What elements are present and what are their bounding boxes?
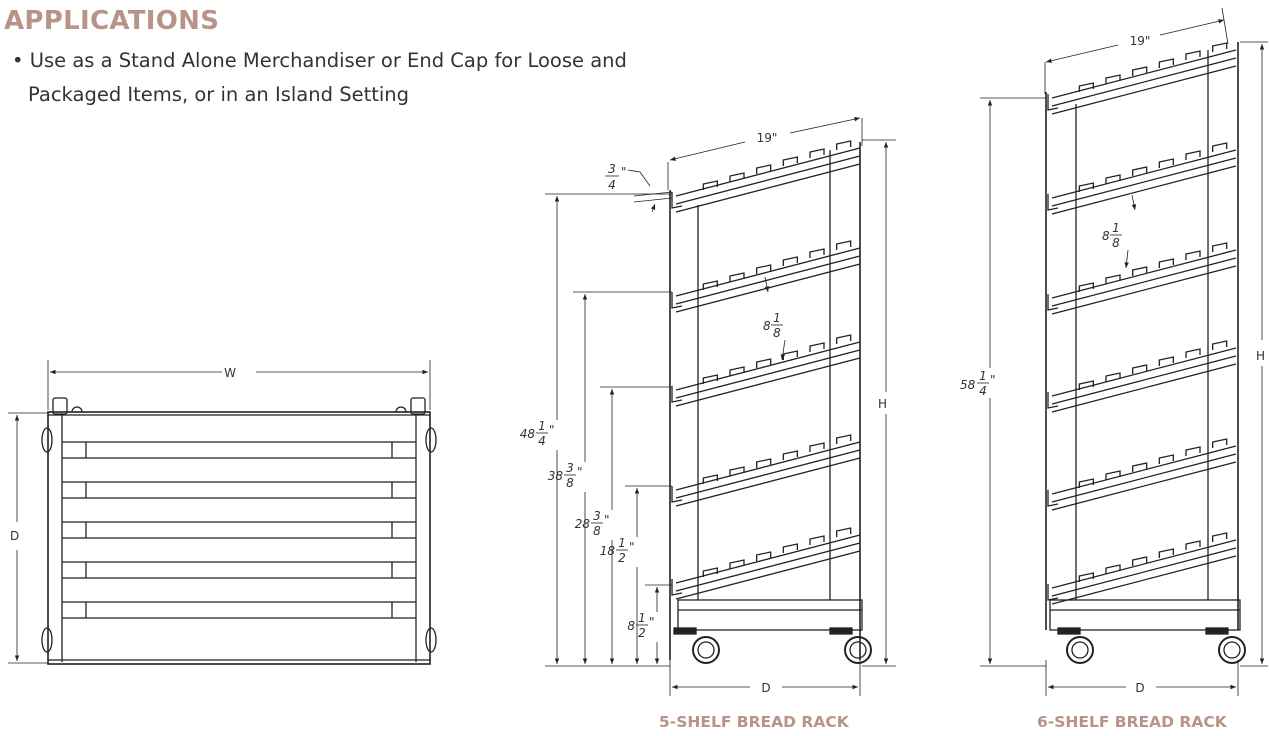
rack6-shelf <box>1047 532 1237 605</box>
rack5-shelf-height-whole: 28 <box>575 517 591 531</box>
rack5-shelf-height-num: 3 <box>593 509 601 523</box>
top-view-slat <box>62 441 416 459</box>
rack5-spacing-num: 1 <box>773 311 781 325</box>
rack5-shelf-height-num: 3 <box>566 461 574 475</box>
rack5-lip-label: 3 4 " <box>605 162 627 192</box>
rack5-shelf <box>671 527 861 600</box>
rack5-shelf-height-inch-mark: " <box>577 465 583 479</box>
rack5-shelf <box>671 334 861 407</box>
rack5-shelf-height-den: 2 <box>618 551 626 565</box>
rack5-shelf-height-inch-mark: " <box>549 423 555 437</box>
rack5-height-label: H <box>878 397 887 411</box>
rack5-shelf-height-inch-mark: " <box>649 615 655 629</box>
rack5-shelf-height-whole: 38 <box>548 469 564 483</box>
top-view-width-label: W <box>224 366 236 380</box>
rack5-drawing <box>545 116 896 696</box>
rack6-spacing-num: 1 <box>1112 221 1120 235</box>
rack6-top-width-label: 19" <box>1130 34 1151 48</box>
rack6-drawing <box>980 7 1268 696</box>
top-view-drawing <box>8 360 437 665</box>
rack6-shelf <box>1047 438 1237 511</box>
rack5-spacing-whole: 8 <box>763 319 771 333</box>
rack5-shelf-height-label: 812" <box>627 611 654 640</box>
rack5-caption: 5-SHELF BREAD RACK <box>659 713 849 731</box>
rack6-top-height-den: 4 <box>979 384 987 398</box>
rack5-shelf-height-den: 2 <box>638 626 646 640</box>
top-view-depth-label: D <box>10 529 19 543</box>
rack6-depth-label: D <box>1135 681 1144 695</box>
rack5-spacing-den: 8 <box>773 326 781 340</box>
rack5-shelf-height-den: 8 <box>593 524 601 538</box>
rack5-lip-num: 3 <box>608 162 616 176</box>
rack6-shelf <box>1047 242 1237 315</box>
rack6-shelf <box>1047 42 1237 115</box>
rack5-spacing-label: 8 1 8 <box>763 311 783 340</box>
rack5-shelf <box>671 434 861 507</box>
rack5-shelf-height-den: 4 <box>538 434 546 448</box>
rack5-depth-label: D <box>761 681 770 695</box>
rack5-shelf-height-num: 1 <box>618 536 626 550</box>
rack6-height-label: H <box>1256 349 1265 363</box>
rack5-shelf <box>671 240 861 313</box>
top-view-slat <box>62 521 416 539</box>
top-view-slat <box>62 561 416 579</box>
rack5-top-width-label: 19" <box>757 131 778 145</box>
rack6-top-height-num: 1 <box>979 369 987 383</box>
rack6-spacing-whole: 8 <box>1102 229 1110 243</box>
rack5-shelf-height-num: 1 <box>538 419 546 433</box>
rack6-top-height-inch-mark: " <box>990 373 996 387</box>
rack5-shelf-height-inch-mark: " <box>604 513 610 527</box>
rack6-shelf <box>1047 142 1237 215</box>
top-view-slat <box>62 481 416 499</box>
rack6-caption: 6-SHELF BREAD RACK <box>1037 713 1227 731</box>
rack6-top-height-label: 58 1 4 " <box>960 369 996 398</box>
applications-list: Use as a Stand Alone Merchandiser or End… <box>6 44 668 112</box>
rack5-shelf-height-inch-mark: " <box>629 540 635 554</box>
rack5-shelf-height-whole: 18 <box>600 544 616 558</box>
rack6-top-height-whole: 58 <box>960 378 976 392</box>
application-bullet: Use as a Stand Alone Merchandiser or End… <box>6 44 668 112</box>
rack5-lip-den: 4 <box>608 178 616 192</box>
rack6-spacing-den: 8 <box>1112 236 1120 250</box>
rack5-shelf <box>671 140 861 213</box>
rack5-shelf-height-whole: 8 <box>627 619 635 633</box>
rack6-spacing-label: 8 1 8 <box>1102 221 1122 250</box>
rack6-shelf <box>1047 340 1237 413</box>
rack5-shelf-height-num: 1 <box>638 611 646 625</box>
rack5-lip-inch-mark: " <box>621 165 627 179</box>
rack5-shelf-height-whole: 48 <box>520 427 536 441</box>
section-heading: APPLICATIONS <box>4 6 220 36</box>
top-view-slat <box>62 601 416 619</box>
rack5-shelf-height-den: 8 <box>566 476 574 490</box>
